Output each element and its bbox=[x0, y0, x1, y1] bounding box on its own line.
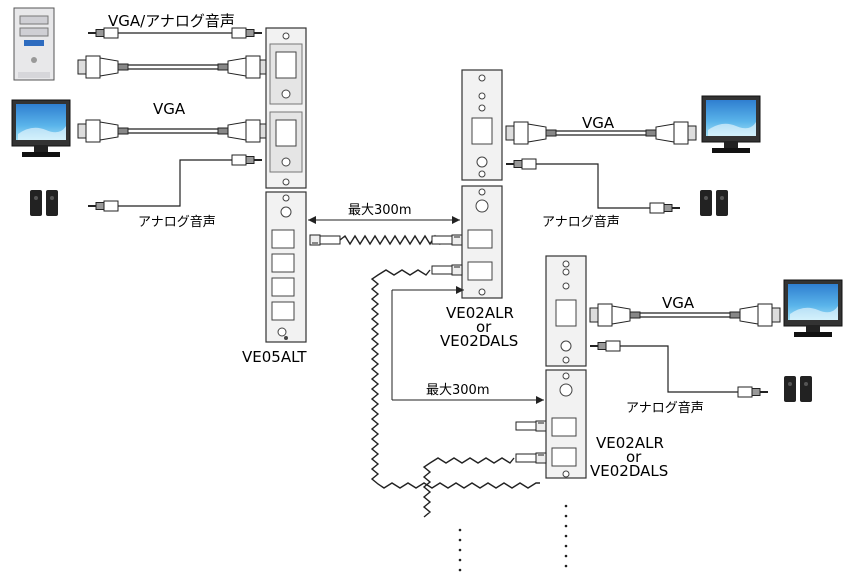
speaker-icon bbox=[700, 190, 728, 216]
receiver-1-device bbox=[461, 69, 503, 299]
lcd-monitor-icon bbox=[783, 279, 843, 338]
twisted-pair-cable-3 bbox=[422, 457, 515, 518]
receiver-1-model-b-label: VE02DALS bbox=[440, 332, 518, 350]
vga-connector-icon bbox=[77, 119, 269, 143]
vga-right-2-label: VGA bbox=[662, 294, 695, 312]
twisted-pair-cable-1 bbox=[339, 234, 446, 246]
speaker-icon bbox=[30, 190, 58, 216]
audio-right-1-label: アナログ音声 bbox=[542, 214, 620, 230]
speaker-icon bbox=[784, 376, 812, 402]
vga-connector-icon bbox=[77, 55, 269, 79]
rj45-plug-icon bbox=[515, 420, 547, 432]
lcd-monitor-icon bbox=[701, 95, 761, 154]
transmitter-device bbox=[265, 27, 307, 343]
rj45-plug-icon bbox=[309, 234, 341, 246]
continuation-dots bbox=[458, 504, 568, 572]
audio-cable-pc bbox=[87, 27, 263, 39]
twisted-pair-cable-2 bbox=[370, 269, 540, 489]
receiver-2-or-label: or bbox=[626, 448, 642, 466]
max-distance-1-label: 最大300m bbox=[348, 203, 411, 218]
receiver-2-model-b-label: VE02DALS bbox=[590, 462, 668, 480]
receiver-2-device bbox=[545, 255, 587, 479]
audio-right-2-label: アナログ音声 bbox=[626, 400, 704, 416]
max-distance-2-label: 最大300m bbox=[426, 383, 489, 398]
vga-audio-label: VGA/アナログ音声 bbox=[108, 12, 235, 30]
receiver-1-model-a-label: VE02ALR bbox=[446, 304, 514, 322]
vga-left-label: VGA bbox=[153, 100, 186, 118]
vga-right-1-label: VGA bbox=[582, 114, 615, 132]
rj45-plug-icon bbox=[515, 452, 547, 464]
rj45-plug-icon bbox=[431, 264, 463, 276]
audio-cable-local-speaker bbox=[87, 154, 263, 212]
audio-left-label: アナログ音声 bbox=[138, 214, 216, 230]
rj45-plug-icon bbox=[431, 234, 463, 246]
receiver-1-or-label: or bbox=[476, 318, 492, 336]
distance-marker-2 bbox=[391, 286, 544, 404]
transmitter-model-label: VE05ALT bbox=[242, 348, 307, 366]
audio-cable-receiver-2 bbox=[589, 340, 769, 398]
distance-marker-1 bbox=[308, 216, 460, 224]
receiver-2-model-a-label: VE02ALR bbox=[596, 434, 664, 452]
lcd-monitor-icon bbox=[11, 99, 71, 158]
audio-cable-receiver-1 bbox=[505, 158, 681, 214]
desktop-computer-icon bbox=[13, 7, 55, 81]
